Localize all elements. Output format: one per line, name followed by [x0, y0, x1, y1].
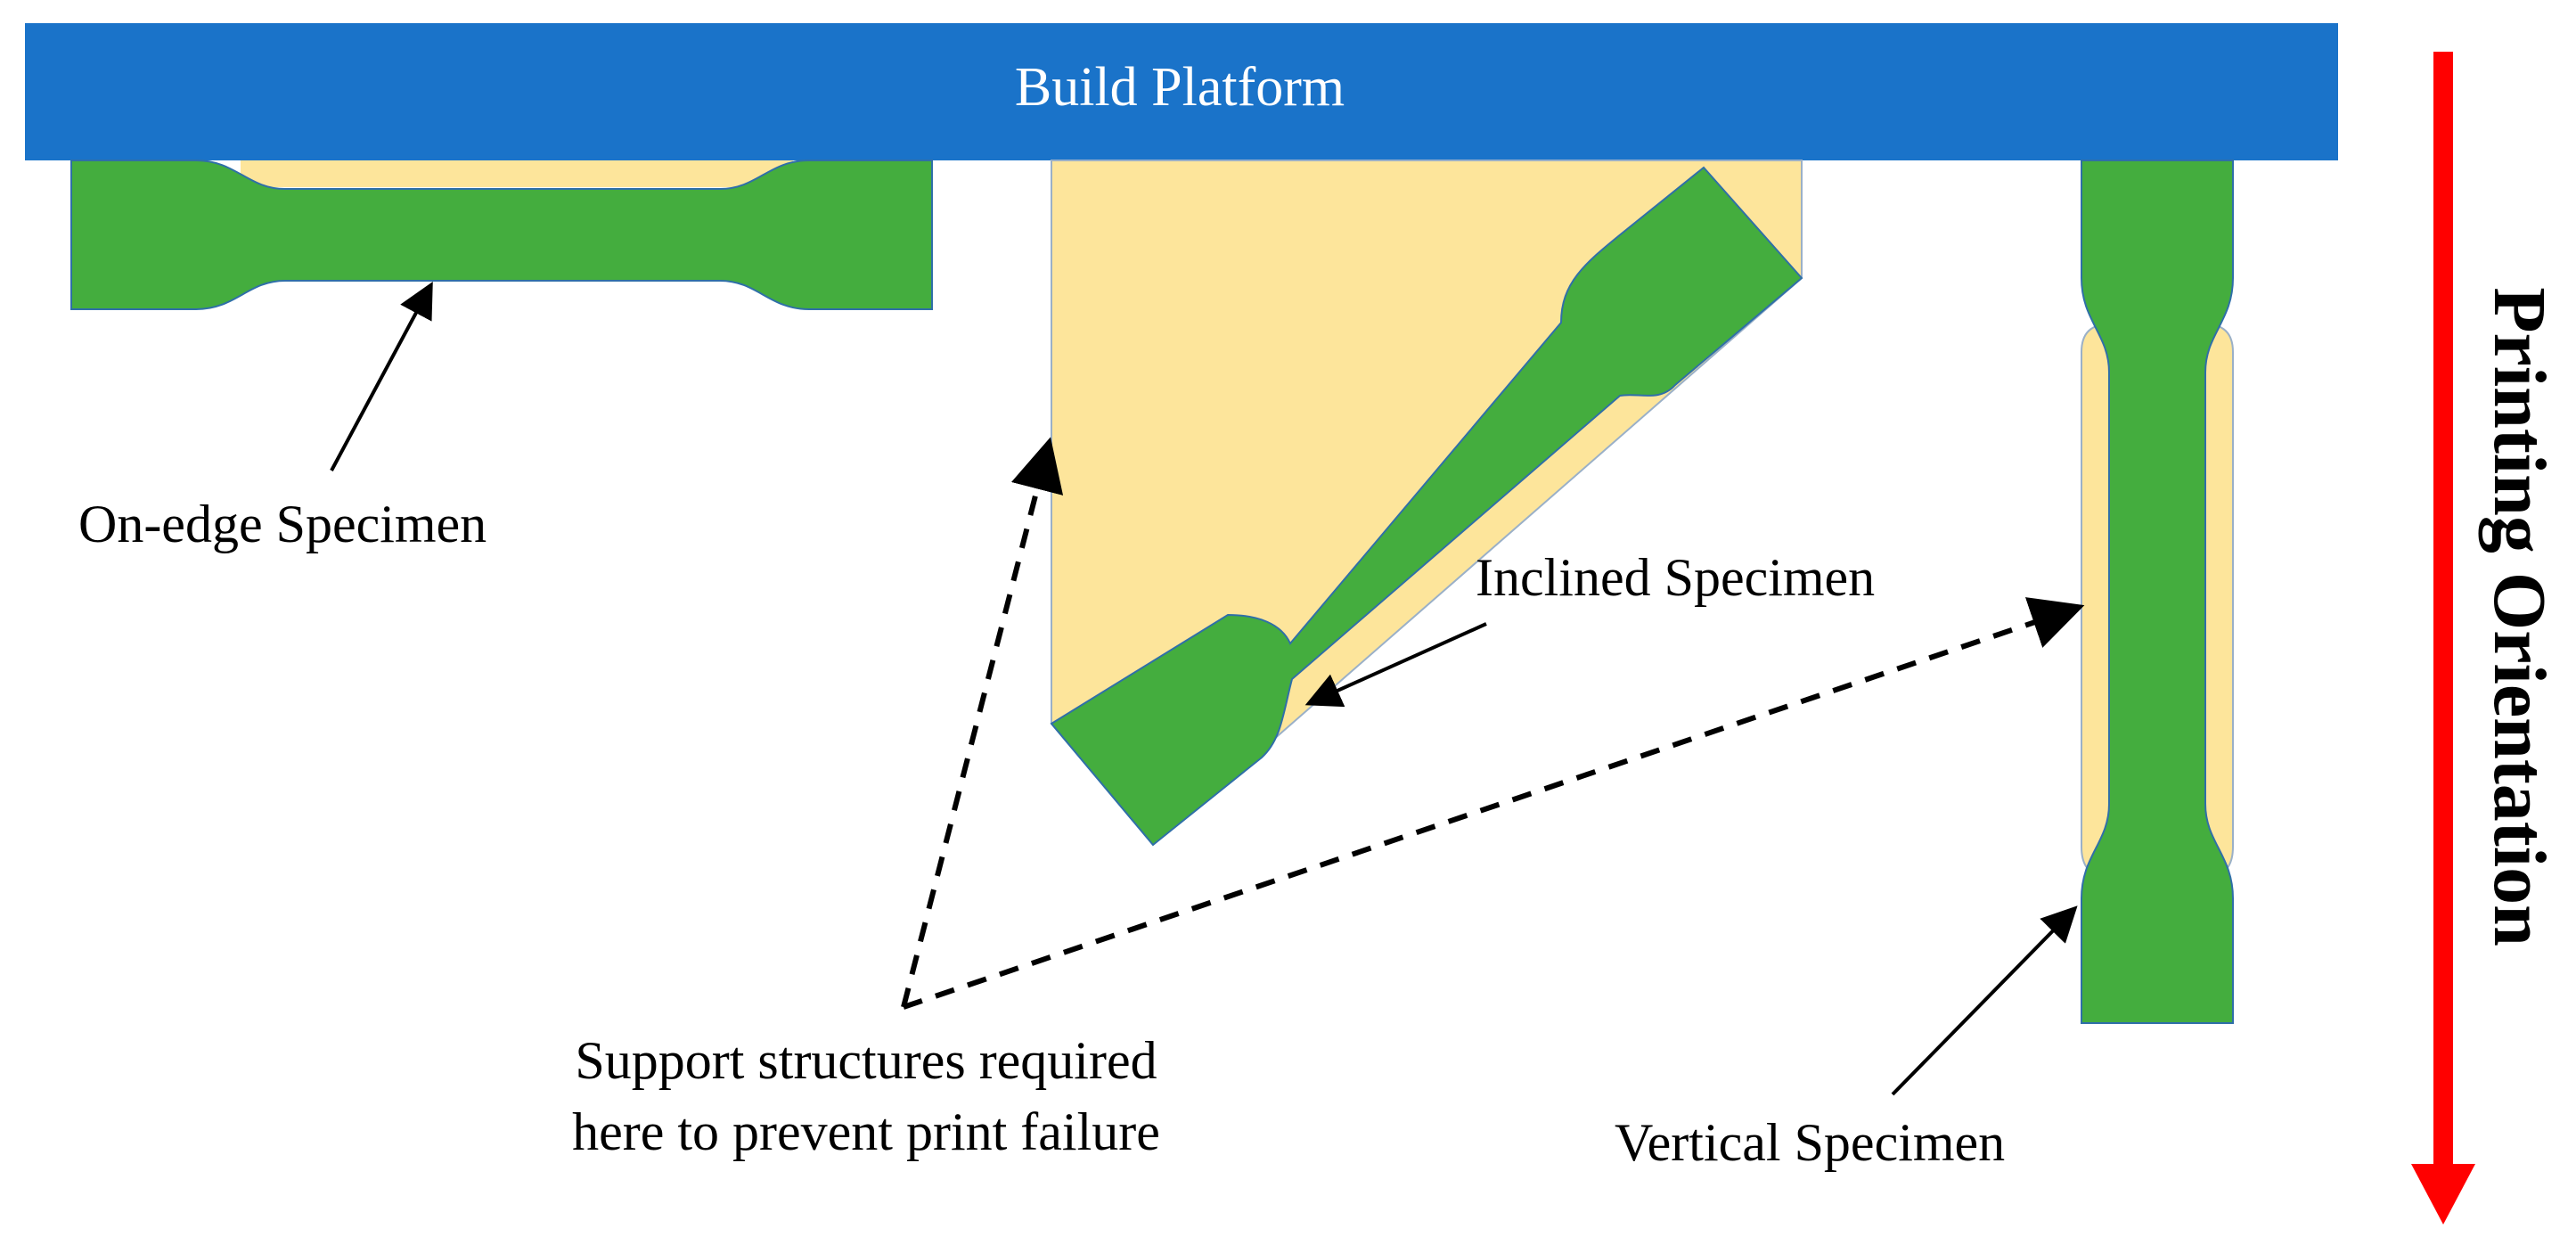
vertical-specimen-group [2081, 160, 2234, 1024]
vertical-specimen [2081, 160, 2234, 1024]
support-note-line1: Support structures required [575, 1031, 1157, 1090]
support-dashed-arrow-inclined [901, 437, 1064, 1008]
vertical-label-arrow [1891, 905, 2078, 1096]
printing-orientation-arrow [2411, 52, 2475, 1225]
vertical-specimen-label: Vertical Specimen [1615, 1113, 2005, 1172]
build-platform-label: Build Platform [1015, 57, 1345, 118]
inclined-specimen [1050, 166, 1803, 847]
orientation-arrow-shaft [2433, 52, 2453, 1166]
support-dashed-arrow-vertical [903, 597, 2085, 1010]
build-platform [25, 23, 2338, 160]
orientation-arrow-head [2411, 1164, 2475, 1225]
support-note-line2: here to prevent print failure [572, 1102, 1160, 1161]
inclined-label-arrow [1304, 622, 1487, 708]
printing-orientation-label: Printing Orientation [2478, 287, 2561, 946]
on-edge-support [241, 160, 793, 187]
on-edge-specimen [70, 160, 933, 310]
on-edge-label-arrow [330, 281, 433, 471]
inclined-specimen-label: Inclined Specimen [1476, 548, 1875, 607]
inclined-specimen-group [1050, 160, 1803, 847]
on-edge-specimen-group [70, 160, 933, 310]
on-edge-specimen-label: On-edge Specimen [78, 495, 487, 553]
